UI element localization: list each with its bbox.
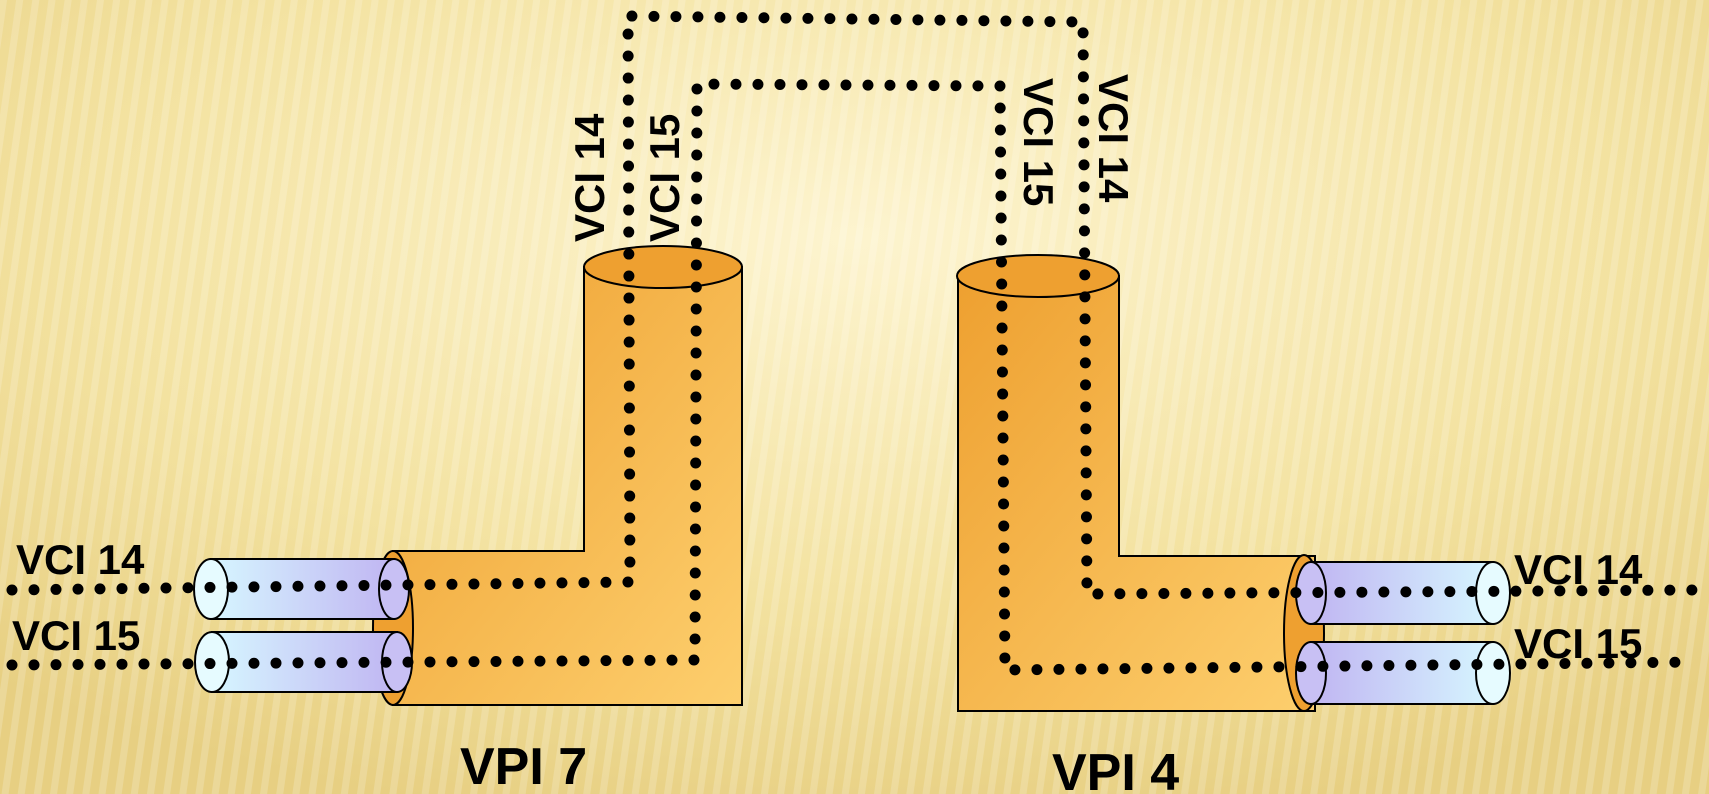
vpi-4-pipe-top [956,254,1120,298]
right-vci-15-label: VCI 15 [1514,620,1642,667]
left-vci-15-label: VCI 15 [12,612,140,659]
right-top-vci-15-label: VCI 15 [1015,78,1062,206]
vpi-4-group [956,254,1511,712]
left-vci-14-label: VCI 14 [16,536,145,583]
right-vci-15-tube [1295,641,1511,705]
right-top-vci-14-label: VCI 14 [1090,74,1137,203]
vpi-7-label: VPI 7 [460,738,587,794]
vpi-7-pipe-top [583,245,743,289]
vpi-4-label: VPI 4 [1052,744,1179,794]
left-top-vci-14-label: VCI 14 [566,113,613,242]
vpi-7-group [193,245,743,706]
vpi-4-pipe [957,275,1316,712]
right-vci-14-label: VCI 14 [1514,546,1643,593]
vci-14-dotted-path [6,10,1700,600]
right-vci-14-tube [1295,561,1511,625]
left-top-vci-15-label: VCI 15 [641,114,688,242]
vci-15-dotted-path [6,78,1700,676]
